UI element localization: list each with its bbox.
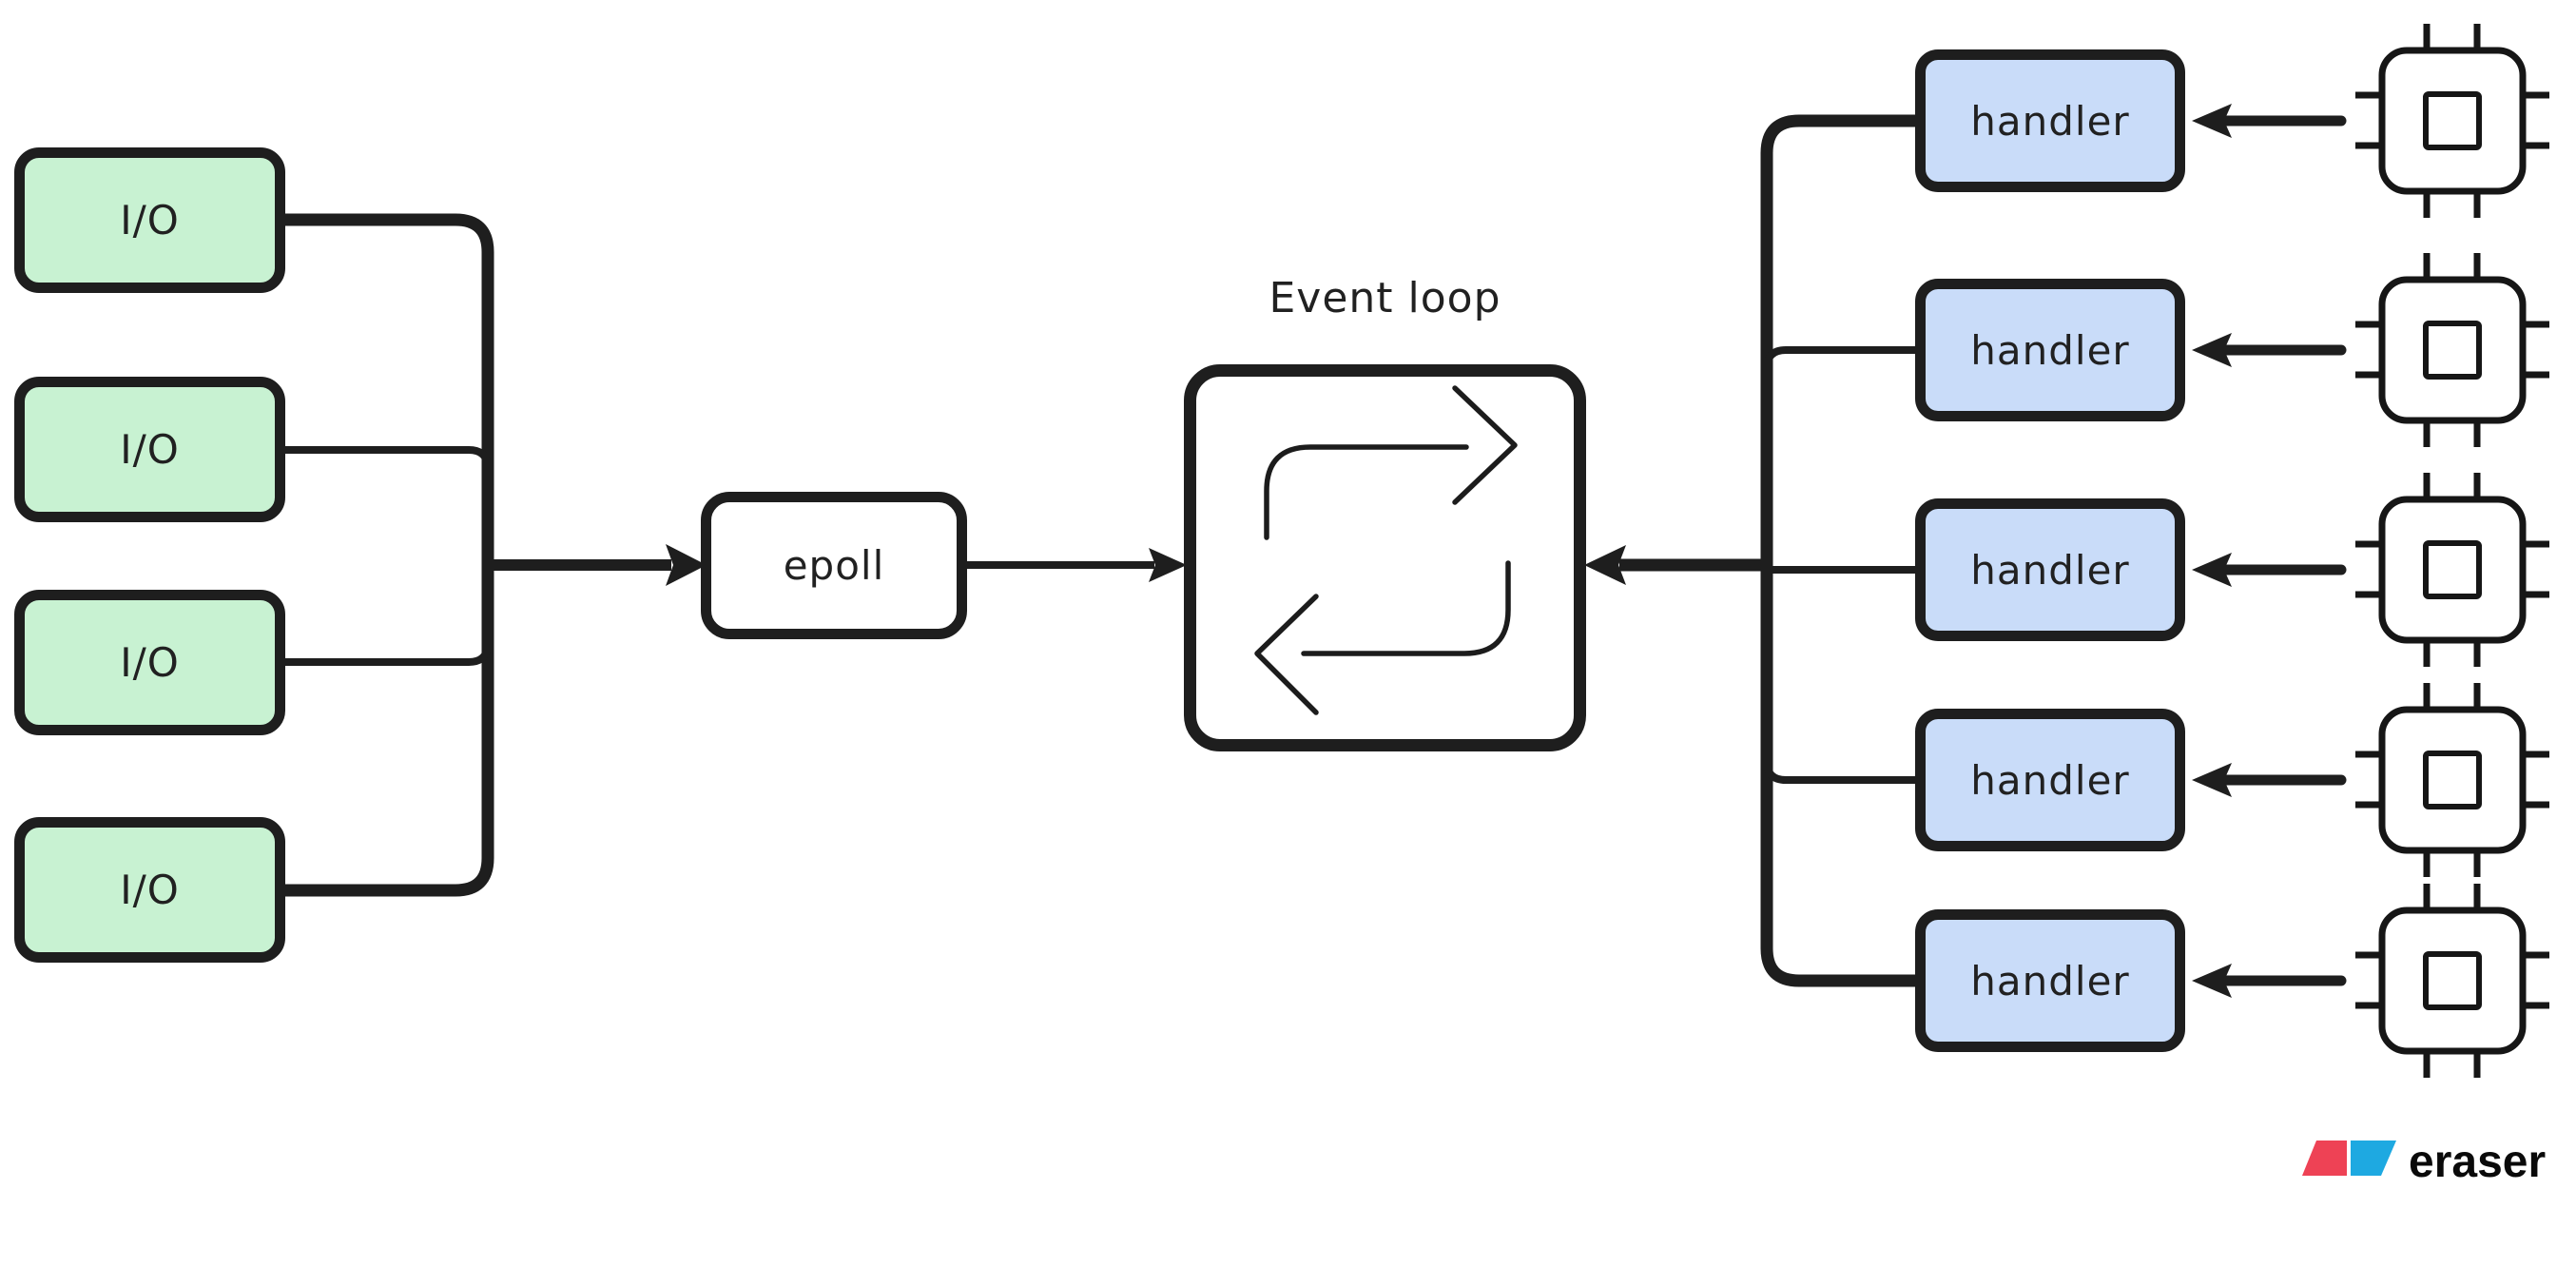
eraser-logo-red-shape <box>2302 1141 2347 1176</box>
cycle-top-arrowhead <box>1452 385 1518 505</box>
cpu-core <box>2423 951 2482 1010</box>
epoll-node-label: epoll <box>783 542 885 589</box>
eraser-logo[interactable]: eraser <box>2287 1122 2572 1199</box>
io-node-label: I/O <box>120 639 180 686</box>
arrowhead-into-eventloop-left <box>1149 548 1187 582</box>
cpu-chip-icon-1[interactable] <box>2347 21 2556 221</box>
eraser-logo-blue-shape <box>2351 1141 2396 1176</box>
arrowhead-into-handler4 <box>2192 763 2232 797</box>
handler-node-2[interactable]: handler <box>1915 279 2185 421</box>
cpu-chip-icon-5[interactable] <box>2347 881 2556 1081</box>
connector-io2 <box>285 446 492 470</box>
cycle-top-curve <box>1264 444 1469 540</box>
epoll-node[interactable]: epoll <box>701 492 967 639</box>
event-loop-title: Event loop <box>1269 274 1501 322</box>
io-node-label: I/O <box>120 426 180 473</box>
arrowhead-into-epoll <box>666 544 707 586</box>
connector-handler4 <box>1763 760 1915 784</box>
handler-node-label: handler <box>1970 326 2130 374</box>
cpu-chip-icon-3[interactable] <box>2347 470 2556 670</box>
arrowhead-into-handler2 <box>2192 333 2232 367</box>
handler-node-5[interactable]: handler <box>1915 909 2185 1052</box>
connector-handler2 <box>1763 346 1915 370</box>
io-node-label: I/O <box>120 867 180 913</box>
connector-io3 <box>285 642 492 666</box>
arrowhead-into-handler3 <box>2192 553 2232 587</box>
handler-node-3[interactable]: handler <box>1915 498 2185 641</box>
handler-node-label: handler <box>1970 97 2130 145</box>
io-node-label: I/O <box>120 197 180 244</box>
cycle-arrows-icon <box>1254 385 1518 715</box>
handler-node-label: handler <box>1970 756 2130 804</box>
cpu-chip-icon-4[interactable] <box>2347 680 2556 880</box>
io-node-4[interactable]: I/O <box>14 817 285 963</box>
handler-node-4[interactable]: handler <box>1915 709 2185 851</box>
arrowhead-into-handler5 <box>2192 964 2232 998</box>
cpu-chip-icon-2[interactable] <box>2347 250 2556 450</box>
cpu-core <box>2423 540 2482 599</box>
io-node-1[interactable]: I/O <box>14 147 285 293</box>
arrowhead-into-eventloop-right <box>1584 545 1626 585</box>
cpu-core <box>2423 751 2482 809</box>
connector-handler-bus <box>1760 114 1915 987</box>
event-loop-node[interactable] <box>1184 364 1586 751</box>
cpu-core <box>2423 321 2482 380</box>
cpu-core <box>2423 91 2482 150</box>
cycle-bottom-curve <box>1301 560 1511 656</box>
eraser-logo-text: eraser <box>2409 1137 2546 1187</box>
handler-node-1[interactable]: handler <box>1915 49 2185 192</box>
io-node-2[interactable]: I/O <box>14 377 285 522</box>
connector-io-bus <box>285 213 494 897</box>
arrowhead-into-handler1 <box>2192 104 2232 138</box>
io-node-3[interactable]: I/O <box>14 590 285 735</box>
handler-node-label: handler <box>1970 546 2130 594</box>
chip-to-handler-arrows <box>2192 104 2347 998</box>
cycle-bottom-arrowhead <box>1254 594 1319 715</box>
handler-node-label: handler <box>1970 957 2130 1004</box>
